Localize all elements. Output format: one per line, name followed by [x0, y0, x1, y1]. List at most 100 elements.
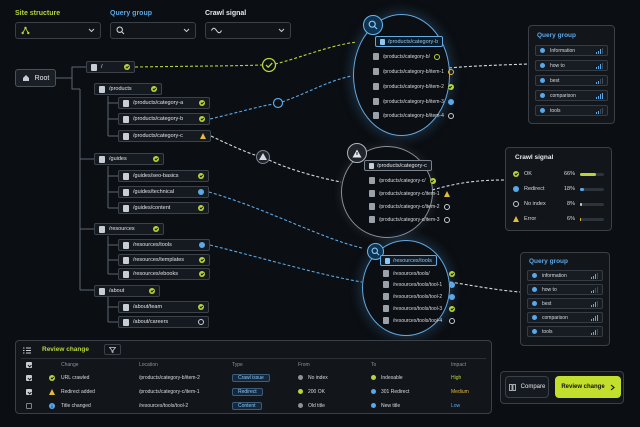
cluster-item[interactable]: /resources/tools/tool-4 — [383, 317, 455, 324]
location-link[interactable]: /products/category-b/item-2 — [139, 375, 200, 381]
cluster-category-b[interactable] — [353, 14, 450, 136]
tree-node-content[interactable]: /guides/content — [118, 202, 209, 214]
signal-bars-icon — [591, 300, 598, 307]
query-row[interactable]: how to — [527, 284, 603, 295]
cluster-item[interactable]: /products/category-c/ — [369, 177, 436, 184]
cluster-item-label: /products/category-c/item-2 — [379, 203, 440, 210]
site-structure-select[interactable] — [15, 22, 101, 39]
info-dot-icon — [532, 287, 537, 292]
query-row[interactable]: Information — [535, 45, 608, 56]
change-cell: Title changed — [61, 403, 91, 409]
query-row[interactable]: comparison — [527, 312, 603, 323]
page-icon — [123, 172, 129, 180]
query-row[interactable]: tools — [535, 105, 608, 116]
tree-node-guides[interactable]: /guides — [94, 153, 164, 165]
cluster-item[interactable]: /products/category-b/item-3 — [373, 98, 454, 105]
tree-node-category-c[interactable]: /products/category-c — [118, 130, 211, 142]
search-icon — [116, 26, 125, 35]
cluster-item[interactable]: /products/category-c/item-3 — [369, 216, 450, 223]
cluster-item-label: /products/category-b/item-2 — [383, 83, 444, 90]
signal-bars-icon — [591, 314, 598, 321]
check-icon — [513, 171, 519, 177]
tree-node-label: /about/team — [133, 304, 163, 310]
tree-node-team[interactable]: /about/team — [118, 301, 209, 313]
compare-button[interactable]: Compare — [505, 376, 549, 398]
location-link[interactable]: /resources/tools/tool-2 — [139, 403, 189, 409]
page-icon — [369, 203, 375, 210]
signal-bars-icon — [591, 286, 598, 293]
tree-node-products[interactable]: /products — [94, 83, 162, 95]
check-icon — [199, 257, 205, 263]
cluster-item[interactable]: /resources/tools/tool-3 — [383, 305, 455, 312]
query-row[interactable]: comparison — [535, 90, 608, 101]
review-change-button[interactable]: Review change — [555, 376, 621, 398]
page-icon — [373, 98, 379, 105]
cluster-item[interactable]: /products/category-b/item-2 — [373, 83, 454, 90]
query-row[interactable]: information — [527, 270, 603, 281]
tree-node-category-a[interactable]: /products/category-a — [118, 97, 210, 109]
cluster-item[interactable]: /products/category-c/item-1 — [369, 190, 450, 197]
crawl-label: Error — [524, 216, 537, 222]
query-row[interactable]: tools — [527, 326, 603, 337]
tree-node-seo-basics[interactable]: /guides/seo-basics — [118, 170, 209, 182]
signal-bars-icon — [596, 77, 603, 84]
location-link[interactable]: /products/category-c/item-1 — [139, 389, 200, 395]
search-icon — [363, 15, 383, 35]
tree-node-templates[interactable]: /resources/templates — [118, 254, 210, 266]
junction-check-icon — [261, 57, 277, 73]
page-icon — [99, 85, 105, 93]
tree-node-label: /guides/seo-basics — [133, 173, 179, 179]
tree-node-resources[interactable]: /resources — [94, 223, 164, 235]
query-row[interactable]: best — [535, 75, 608, 86]
cluster-item[interactable]: /products/category-c/item-2 — [369, 203, 450, 210]
row-checkbox[interactable] — [26, 403, 32, 409]
row-checkbox[interactable] — [26, 375, 32, 381]
type-tag: Redirect — [232, 388, 263, 396]
query-row[interactable]: how to — [535, 60, 608, 71]
row-checkbox[interactable] — [26, 389, 32, 395]
cluster-item[interactable]: /resources/tools/tool-2 — [383, 293, 455, 300]
cluster-item[interactable]: /resources/tools/tool-1 — [383, 281, 455, 288]
to-cell: 301 Redirect — [381, 389, 410, 395]
query-label: comparison — [542, 314, 568, 321]
page-icon — [369, 162, 374, 169]
tree-node-technical[interactable]: /guides/technical — [118, 186, 209, 198]
page-icon — [99, 287, 105, 295]
page-icon — [123, 241, 129, 249]
progress-track — [580, 217, 604, 221]
panel-title: Query group — [529, 258, 569, 265]
query-label: tools — [550, 107, 561, 114]
cluster-item[interactable]: /resources/tools/ — [383, 270, 455, 277]
tree-node-about[interactable]: /about — [94, 285, 160, 297]
crawl-signal-select[interactable] — [205, 22, 291, 39]
cluster-item[interactable]: /products/category-b/ — [373, 53, 440, 60]
cluster-category-c[interactable] — [341, 146, 433, 238]
tree-node-tools[interactable]: /resources/tools — [118, 239, 210, 251]
tree-node-label: /guides/technical — [133, 189, 174, 195]
chevron-down-icon — [278, 28, 285, 33]
select-all-checkbox[interactable] — [26, 362, 32, 368]
tree-node-home[interactable]: / — [86, 61, 135, 73]
tree-node-careers[interactable]: /about/careers — [118, 316, 209, 328]
tree-node-ebooks[interactable]: /resources/ebooks — [118, 268, 210, 280]
tree-node-category-b[interactable]: /products/category-b — [118, 113, 210, 125]
cluster-resources-tools[interactable] — [362, 240, 450, 336]
cluster-item[interactable]: /products/category-b/item-1 — [373, 68, 454, 75]
root-node[interactable]: Root — [15, 69, 56, 87]
cluster-item[interactable]: /products/category-b/item-4 — [373, 112, 454, 119]
empty-status-icon — [443, 203, 450, 210]
info-dot-icon — [532, 301, 537, 306]
check-icon — [199, 271, 205, 277]
signal-bars-icon — [596, 47, 603, 54]
query-row[interactable]: best — [527, 298, 603, 309]
crawl-signal-label: Crawl signal — [205, 10, 247, 17]
filter-button[interactable] — [104, 344, 121, 355]
tree-node-label: /products/category-c — [133, 133, 183, 139]
query-group-select[interactable] — [110, 22, 196, 39]
cluster-title: /resources/tools — [380, 255, 437, 266]
redirect-icon — [513, 186, 519, 192]
